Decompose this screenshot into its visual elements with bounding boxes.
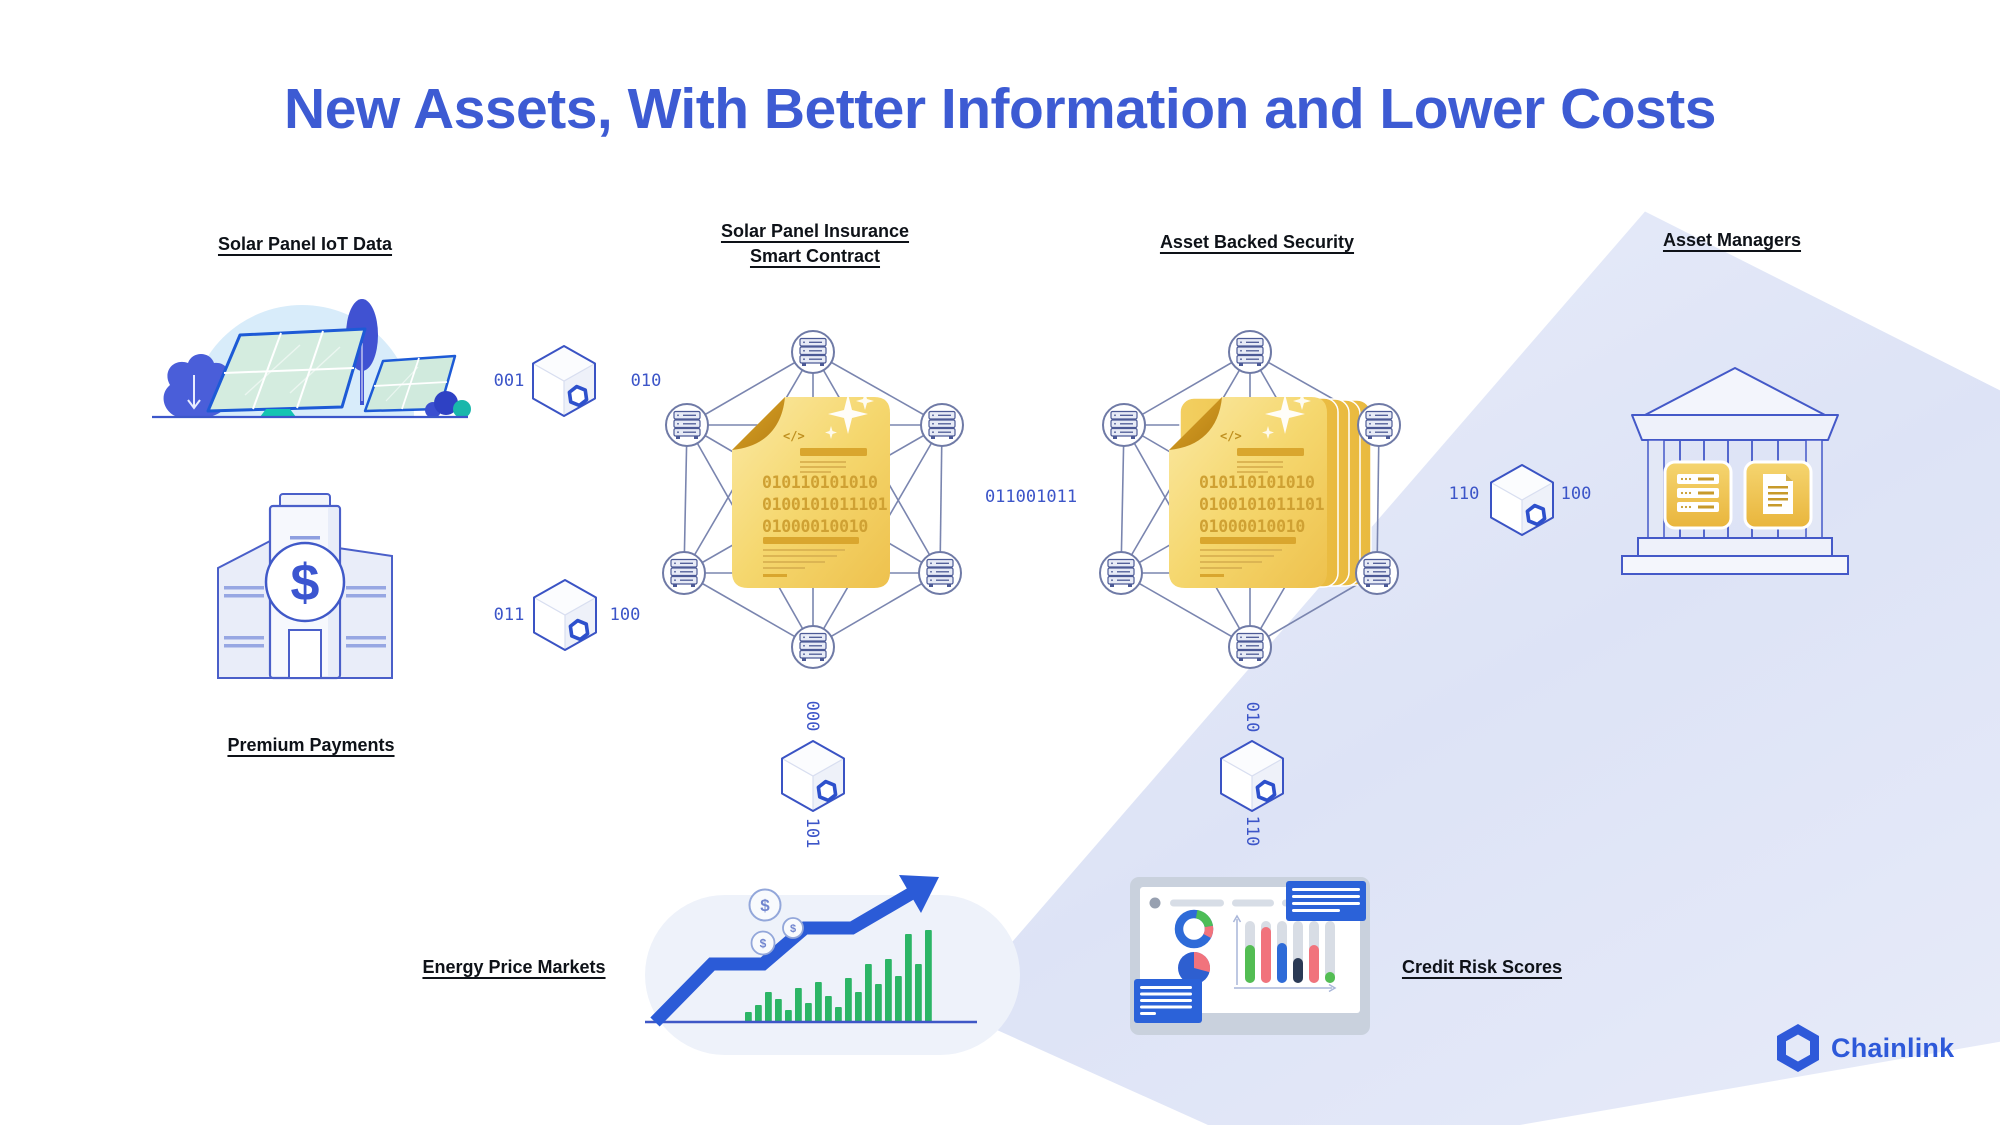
code-icon: </>: [1220, 429, 1242, 443]
bank-entablature: [1631, 414, 1839, 441]
coin-small: [782, 917, 804, 939]
building-door: [288, 629, 322, 679]
server-icon: [1677, 474, 1719, 512]
doc-binary-line1: 010110101010: [1199, 473, 1315, 492]
credit-risk-dashboard-illustration: [1130, 877, 1370, 1035]
premium-building-illustration: $: [217, 493, 393, 680]
browser-dot: [1149, 897, 1161, 909]
dashboard-bars: [1245, 921, 1335, 983]
coin-medium: [750, 930, 776, 956]
binary-solar-right: 010: [630, 371, 662, 391]
doc-binary-line3: 01000010010: [1199, 517, 1305, 536]
label-premium-payments: Premium Payments: [227, 735, 395, 755]
doc-binary-line2: 0100101011101: [1199, 495, 1325, 514]
code-icon: </>: [783, 429, 805, 443]
coin-large: [748, 888, 782, 922]
solar-panel-illustration: [152, 299, 471, 419]
panel-stand: [260, 409, 296, 417]
label-asset-backed-security: Asset Backed Security: [1159, 232, 1355, 252]
dollar-circle: [264, 541, 346, 623]
trend-arrow-head: [899, 875, 939, 913]
bush-right-3: [453, 400, 471, 418]
chainlink-logo-icon: [1777, 1024, 1819, 1072]
binary-contract-to-abs: 011001011: [984, 487, 1078, 507]
building-left-wing: [217, 538, 273, 679]
page-title: New Assets, With Better Information and …: [284, 77, 1716, 141]
label-asset-managers: Asset Managers: [1662, 230, 1802, 250]
doc-binary-line3: 01000010010: [762, 517, 868, 536]
data-cube-credit: [1219, 739, 1285, 813]
binary-premium-left: 011: [493, 605, 525, 625]
binary-abs-left: 110: [1448, 484, 1480, 504]
data-cube-energy: [780, 739, 846, 813]
label-solar-iot-data: Solar Panel IoT Data: [217, 234, 393, 254]
label-insurance-line2: Smart Contract: [749, 245, 881, 266]
bank-pilaster-left: [1647, 439, 1665, 539]
binary-premium-right: 100: [609, 605, 641, 625]
asset-backed-security-illustration: </> 010110101010 0100101011101 010000100…: [1100, 331, 1400, 668]
doc-binary-line2: 0100101011101: [762, 495, 888, 514]
binary-solar-left: 001: [493, 371, 525, 391]
binary-abs-right: 100: [1560, 484, 1592, 504]
data-cube-abs: [1489, 463, 1555, 537]
data-cube-solar: [531, 344, 597, 418]
building-right-wing: [337, 546, 393, 679]
bar-chart-axes: [1232, 914, 1337, 993]
dollar-icon: $: [291, 554, 320, 612]
dollar-icon: $: [760, 896, 770, 915]
energy-markets-illustration: $ $ $: [645, 875, 1020, 1055]
label-energy-price-markets: Energy Price Markets: [422, 957, 606, 977]
label-insurance-line1: Solar Panel Insurance: [720, 221, 910, 241]
smart-contract-network-illustration: </> 010110101010 0100101011101 010000100…: [663, 331, 963, 668]
dollar-icon: $: [790, 923, 796, 935]
data-cube-premium: [532, 578, 598, 652]
bank-step-2: [1621, 555, 1849, 575]
bush-right-2: [434, 391, 458, 415]
chainlink-wordmark: Chainlink: [1831, 1033, 1955, 1063]
panel-top-right: [1286, 881, 1366, 921]
bank-illustration: [1621, 367, 1849, 575]
label-insurance-smart-contract: Solar Panel Insurance Smart Contract: [635, 219, 995, 269]
doc-binary-line1: 010110101010: [762, 473, 878, 492]
dollar-icon: $: [760, 937, 767, 951]
trend-arrow-line: [650, 887, 916, 1027]
bank-roof: [1644, 367, 1826, 416]
document-icon: [1763, 474, 1793, 514]
bank-step-1: [1637, 537, 1833, 557]
label-credit-risk-scores: Credit Risk Scores: [1401, 957, 1563, 977]
energy-bars: [745, 930, 932, 1022]
